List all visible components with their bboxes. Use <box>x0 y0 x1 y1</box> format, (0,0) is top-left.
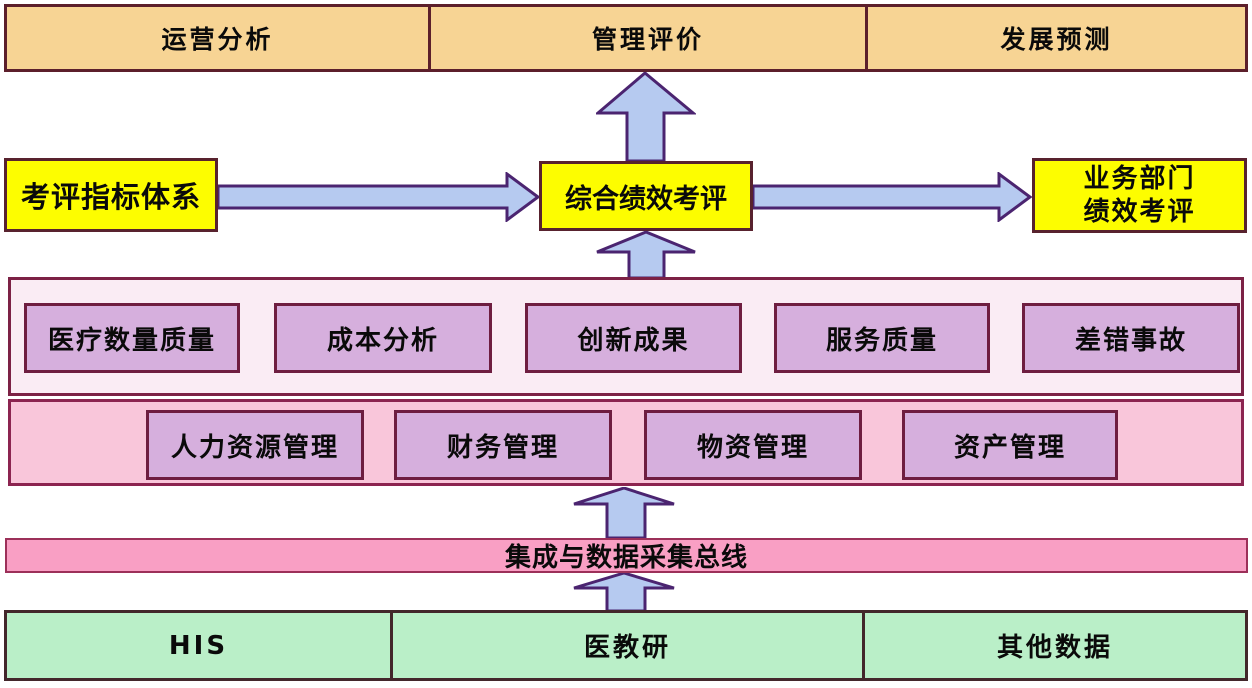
data-sources-band: HIS 医教研 其他数据 <box>4 610 1248 681</box>
department-line2: 绩效考评 <box>1083 196 1196 227</box>
his-cell: HIS <box>168 630 229 661</box>
management-panel: 人力资源管理 财务管理 物资管理 资产管理 <box>8 399 1244 486</box>
service-quality-box: 服务质量 <box>774 303 990 373</box>
department-line1: 业务部门 <box>1083 164 1196 194</box>
medical-education-research-cell: 医教研 <box>390 613 862 678</box>
right-arrow-index-to-comprehensive <box>218 172 540 222</box>
comprehensive-performance-evaluation-box: 综合绩效考评 <box>539 161 753 231</box>
innovation-results-box: 创新成果 <box>525 303 742 373</box>
medical-quantity-quality-box: 医疗数量质量 <box>24 303 240 373</box>
up-arrow-indicators-to-comprehensive <box>596 231 696 279</box>
human-resources-management-box: 人力资源管理 <box>146 410 364 480</box>
data-collection-bus-bar: 集成与数据采集总线 <box>5 538 1248 573</box>
development-forecast-cell: 发展预测 <box>865 7 1245 69</box>
up-arrow-comprehensive-to-management <box>596 72 696 162</box>
other-data-cell: 其他数据 <box>862 613 1245 678</box>
analysis-band: 运营分析 管理评价 发展预测 <box>4 4 1248 72</box>
up-arrow-bus-to-management-panel <box>573 487 675 539</box>
up-arrow-sources-to-bus <box>573 572 675 612</box>
evaluation-index-system-box: 考评指标体系 <box>4 158 218 232</box>
right-arrow-comprehensive-to-department <box>753 172 1032 222</box>
indicators-panel: 医疗数量质量 成本分析 创新成果 服务质量 差错事故 <box>8 277 1244 396</box>
material-management-box: 物资管理 <box>644 410 862 480</box>
asset-management-box: 资产管理 <box>902 410 1118 480</box>
department-performance-evaluation-box: 业务部门 绩效考评 <box>1032 158 1247 233</box>
cost-analysis-box: 成本分析 <box>274 303 492 373</box>
operations-analysis-cell: 运营分析 <box>161 25 274 54</box>
financial-management-box: 财务管理 <box>394 410 612 480</box>
management-evaluation-cell: 管理评价 <box>428 7 865 69</box>
error-incident-box: 差错事故 <box>1022 303 1240 373</box>
